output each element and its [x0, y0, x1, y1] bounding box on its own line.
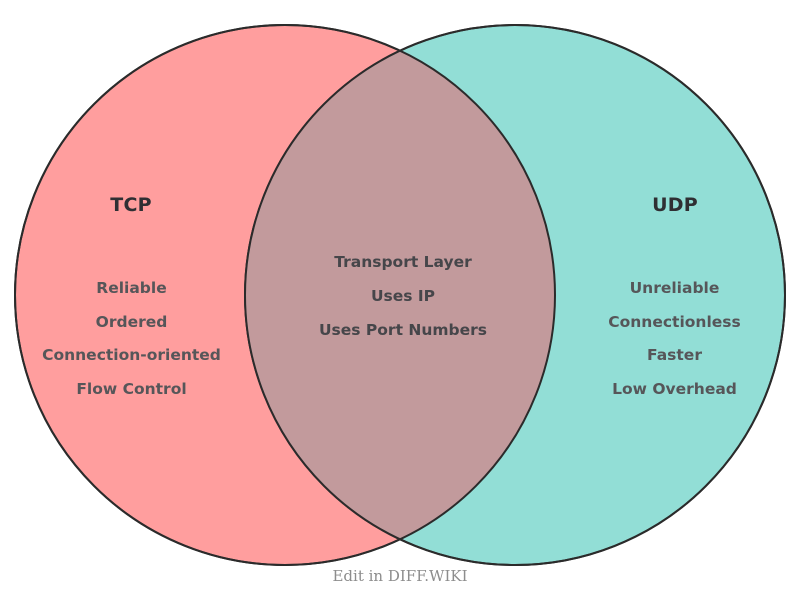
left-set-item-list: Reliable Ordered Connection-oriented Flo…	[5, 272, 258, 406]
list-item: Uses IP	[370, 287, 436, 305]
list-item: Connectionless	[608, 312, 741, 331]
right-set-title: UDP	[652, 194, 698, 216]
list-item: Reliable	[96, 279, 167, 297]
left-set-title: TCP	[110, 194, 152, 216]
list-item: Transport Layer	[334, 253, 472, 271]
list-item: Connection-oriented	[42, 346, 221, 365]
list-item: Unreliable	[629, 279, 720, 297]
left-set-outline	[14, 24, 556, 566]
right-set-outline	[244, 24, 786, 566]
list-item: Faster	[647, 346, 702, 365]
list-item: Ordered	[95, 312, 168, 331]
list-item: Low Overhead	[612, 379, 737, 398]
right-set-item-list: Unreliable Connectionless Faster Low Ove…	[548, 272, 800, 406]
list-item: Uses Port Numbers	[318, 321, 488, 339]
edit-in-diffwiki-link[interactable]: Edit in DIFF.WIKI	[332, 567, 468, 585]
intersection-item-list: Transport Layer Uses IP Uses Port Number…	[277, 245, 529, 347]
intersection-region[interactable]	[245, 25, 785, 565]
list-item: Flow Control	[76, 379, 187, 398]
